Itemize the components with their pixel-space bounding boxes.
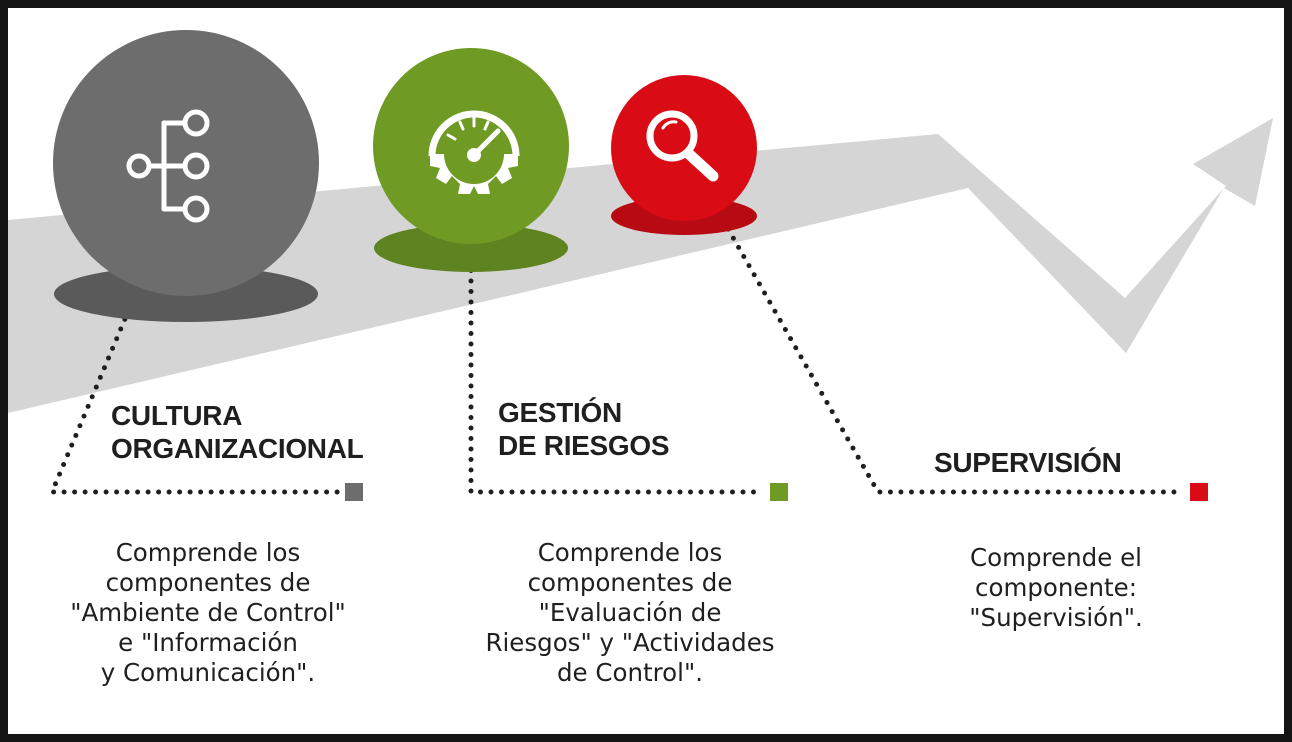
growth-arrow (8, 118, 1273, 413)
connector-supervision (720, 217, 1179, 495)
marker-square-risk (770, 483, 788, 501)
gauge-gear-icon (428, 110, 520, 194)
circle-risk (373, 48, 569, 244)
connector-culture (48, 297, 341, 495)
stage-description-supervision: Comprende el componente: "Supervisión". (969, 543, 1143, 632)
network-tree-icon (126, 109, 210, 223)
stage-description-risk: Comprende los componentes de "Evaluación… (485, 538, 775, 687)
stage-title-supervision: SUPERVISIÓN (934, 447, 1122, 478)
diagram-canvas (8, 30, 1273, 501)
stage-title-risk: GESTIÓN DE RIESGOS (498, 397, 670, 461)
circle-supervision (611, 75, 757, 221)
magnifier-icon (646, 110, 719, 182)
shadow-risk (374, 224, 568, 272)
stage-title-culture: CULTURA ORGANIZACIONAL (111, 400, 364, 464)
diagram-frame: CULTURA ORGANIZACIONAL GESTIÓN DE RIESGO… (8, 8, 1284, 734)
marker-square-culture (345, 483, 363, 501)
connector-risk (468, 257, 759, 495)
stage-description-culture: Comprende los componentes de "Ambiente d… (70, 538, 346, 687)
marker-square-supervision (1190, 483, 1208, 501)
